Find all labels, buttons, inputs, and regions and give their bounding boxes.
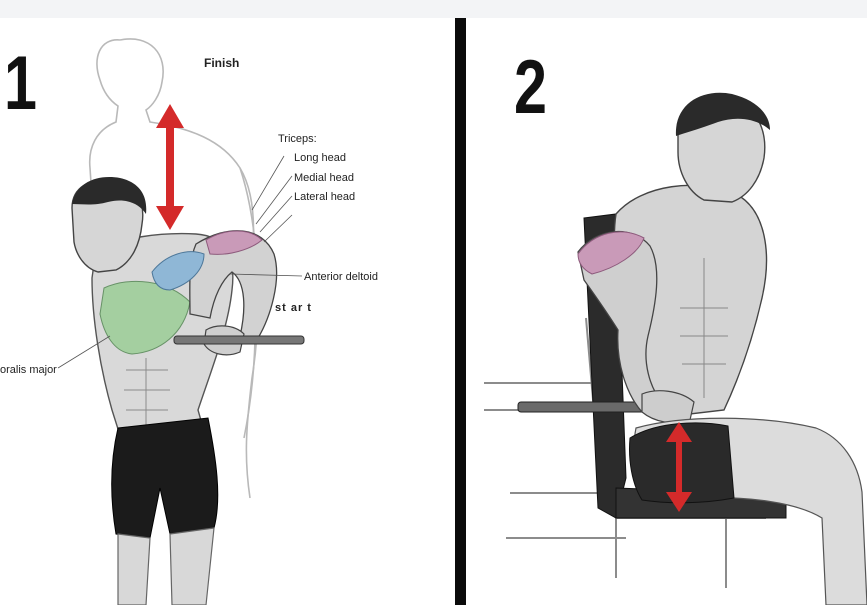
lateral-head-label: Lateral head	[294, 191, 355, 203]
step-1-illustration	[0, 18, 455, 605]
step-number-1: 1	[4, 46, 37, 122]
shorts	[112, 418, 218, 538]
long-head-label: Long head	[294, 152, 346, 164]
anterior-deltoid-label: Anterior deltoid	[304, 271, 378, 283]
finish-label: Finish	[204, 56, 239, 70]
panel-divider	[455, 18, 466, 605]
pectoralis-major-label: oralis major	[0, 364, 57, 376]
triceps-label: Triceps:	[278, 133, 317, 145]
step-1-panel: 1 Finish Triceps: Long head Medial head …	[0, 18, 455, 605]
top-strip	[0, 0, 867, 18]
step-number-2: 2	[514, 50, 547, 126]
dip-bar	[174, 336, 304, 344]
vertical-double-arrow-icon	[156, 104, 184, 230]
head	[676, 93, 770, 202]
legs	[118, 528, 214, 605]
medial-head-label: Medial head	[294, 172, 354, 184]
step-2-panel: 2	[466, 18, 867, 605]
start-label: st ar t	[275, 302, 312, 314]
